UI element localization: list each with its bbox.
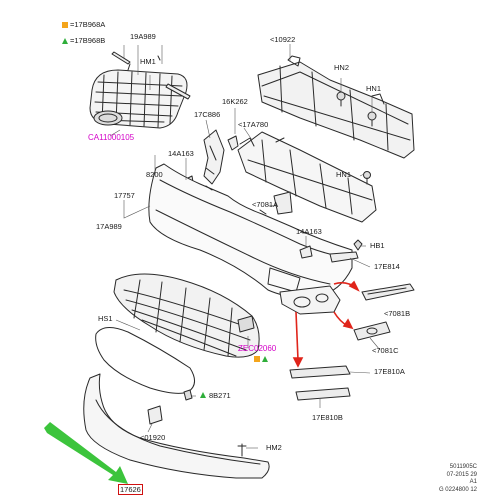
red-arrow-icon <box>292 280 360 368</box>
label-7081b: <7081B <box>384 309 411 318</box>
label-14a163-mid: 14A163 <box>296 227 322 236</box>
legend-triangle-row: =17B968B <box>62 36 105 45</box>
bracket-17e814 <box>329 251 359 263</box>
label-hb1: HB1 <box>370 241 385 250</box>
label-14a163-top: 14A163 <box>168 149 194 158</box>
label-8200: 8200 <box>146 170 163 179</box>
clip-zec <box>237 315 255 333</box>
label-7081c: <7081C <box>372 346 399 355</box>
fog-trim-7081c <box>353 321 391 341</box>
label-10922: <10922 <box>270 35 296 44</box>
label-17e810b: 17E810B <box>312 413 343 422</box>
footer-line-4: G 0224800 12 <box>438 486 478 493</box>
label-hm2: HM2 <box>266 443 282 452</box>
label-hn1-mid: HN1 <box>336 170 352 179</box>
label-17626: 17626 <box>118 484 143 495</box>
strip-17e810a <box>289 365 351 379</box>
label-19a989-top: 19A989 <box>130 32 156 41</box>
lower-spoiler <box>83 373 270 479</box>
legend-triangle-icon <box>62 38 68 45</box>
label-17e814: 17E814 <box>374 262 400 271</box>
zec-square-icon <box>254 356 260 362</box>
fastener-hb1 <box>353 239 363 251</box>
label-hn2-top: HN2 <box>334 63 350 72</box>
label-17e810a: 17E810A <box>374 367 405 376</box>
ford-badge <box>93 110 123 126</box>
legend-square-row: =17B968A <box>62 20 105 29</box>
green-arrow-icon <box>44 422 128 484</box>
label-ca11000105: CA11000105 <box>88 133 135 142</box>
label-16k262: 16K262 <box>222 97 248 106</box>
label-17a780: <17A780 <box>238 120 269 129</box>
strip-17e810b <box>295 387 351 401</box>
label-hs1: HS1 <box>98 314 113 323</box>
bracket-01920 <box>147 405 163 425</box>
bumper-cover <box>148 163 353 298</box>
label-7081a: <7081A <box>252 200 279 209</box>
fog-trim-7081b <box>361 283 415 301</box>
footer-line-3: A1 <box>469 479 478 485</box>
footer-line-2: 07-2015 29 <box>446 471 478 478</box>
label-17c886: 17C886 <box>194 110 221 119</box>
bumper-absorber <box>237 131 377 223</box>
legend-square-label: =17B968A <box>70 20 106 29</box>
label-zec02060: ZEC02060 <box>238 344 277 353</box>
8b271-triangle-icon <box>200 392 206 398</box>
bumper-beam <box>257 55 415 159</box>
label-hm1-top: HM1 <box>140 57 156 66</box>
screw-hm2 <box>237 443 247 457</box>
bracket-14a163-mid <box>299 245 313 259</box>
zec-triangle-icon <box>262 356 268 362</box>
label-01920: <01920 <box>140 433 166 442</box>
bracket-7081a <box>273 191 293 215</box>
fastener-hn2 <box>336 91 346 107</box>
fastener-hn1-mid <box>363 171 371 185</box>
label-hn1-top: HN1 <box>366 84 382 93</box>
label-17a989: 17A989 <box>96 222 122 231</box>
clip-16k262 <box>227 135 239 151</box>
footer-block: 5011905C 07-2015 29 A1 G 0224800 12 <box>439 464 477 494</box>
legend-triangle-label: =17B968B <box>70 36 106 45</box>
grille-trim-strips <box>111 51 191 100</box>
bracket-17c886 <box>203 129 225 185</box>
lower-grille <box>113 273 260 358</box>
footer-line-1: 5011905C <box>449 464 478 470</box>
label-17757: 17757 <box>114 191 135 200</box>
label-8b271: 8B271 <box>209 391 231 400</box>
clip-8b271 <box>183 389 193 401</box>
legend-square-icon <box>62 22 68 29</box>
